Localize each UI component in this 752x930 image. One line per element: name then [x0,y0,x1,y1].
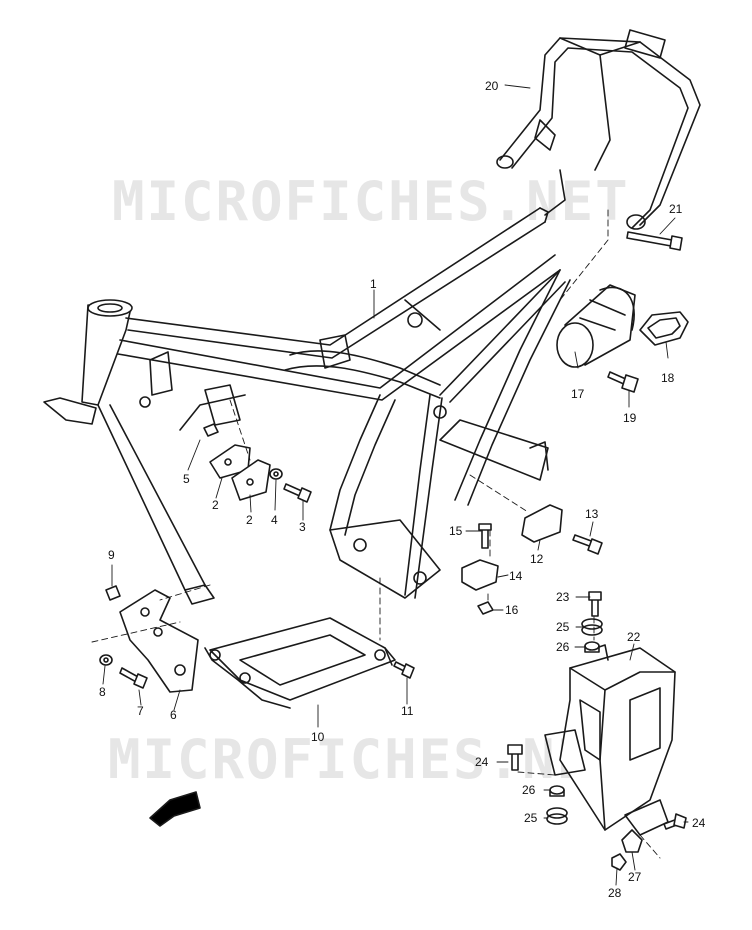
bracket-6 [119,589,199,693]
callout-25a: 25 [556,620,570,634]
callout-13: 13 [585,507,599,521]
callout-3: 3 [299,520,306,534]
watermark-top: MICROFICHES.NET [112,170,630,233]
callout-24b: 24 [692,816,706,830]
washer-8 [99,654,113,666]
callout-25b: 25 [524,811,538,825]
callout-21: 21 [669,202,683,216]
callout-2a: 2 [212,498,219,512]
callout-27: 27 [628,870,642,884]
callout-28: 28 [608,886,622,900]
callout-11: 11 [401,704,414,718]
battery-box-22 [544,644,676,836]
watermark-bottom: MICROFICHES.NET [108,728,626,791]
bolt-11 [393,661,415,679]
grommet-25a [581,618,603,636]
nut-16 [477,601,494,615]
cushion-12 [521,504,563,543]
callout-17: 17 [571,387,585,401]
bolt-24b [663,813,687,830]
rear-carrier [496,29,701,230]
callout-22: 22 [627,630,641,644]
callout-6: 6 [170,708,177,722]
leader-lines [102,84,689,886]
bolt-23 [588,591,602,617]
callout-26b: 26 [522,783,536,797]
part-27 [621,829,643,853]
main-frame [43,207,571,605]
callout-23: 23 [556,590,570,604]
callout-7: 7 [137,704,144,718]
reference-lines [91,209,661,859]
callout-24a: 24 [475,755,489,769]
bolt-15 [478,523,492,549]
bolt-21 [626,231,683,251]
callout-15: 15 [449,524,463,538]
callout-4: 4 [271,513,278,527]
fwd-arrow-icon [149,791,201,827]
bolt-3 [283,483,312,503]
callout-16: 16 [505,603,519,617]
cushion-14 [461,559,499,591]
callout-18: 18 [661,371,675,385]
callout-2b: 2 [246,513,253,527]
nut-5 [203,423,219,437]
part-18-band [639,311,689,346]
grommet-25b [546,807,568,825]
collar-26b [549,785,565,797]
bolt-19 [607,371,639,393]
bracket-2a [209,444,251,479]
skid-bracket-10 [204,617,396,709]
bolt-24a [507,744,523,771]
callout-10: 10 [311,730,325,744]
callout-14: 14 [509,569,523,583]
callout-19: 19 [623,411,637,425]
washer-4 [269,468,283,480]
callout-9: 9 [108,548,115,562]
bolt-13 [572,534,603,555]
part-28 [611,853,627,871]
callout-20: 20 [485,79,499,93]
callout-5: 5 [183,472,190,486]
callout-26a: 26 [556,640,570,654]
callout-12: 12 [530,552,544,566]
part-17-canister [556,284,636,368]
bolt-7 [119,667,148,689]
callout-8: 8 [99,685,106,699]
callout-1: 1 [370,277,377,291]
nut-9 [105,585,121,601]
bracket-2b [231,459,271,501]
collar-26a [584,641,600,653]
